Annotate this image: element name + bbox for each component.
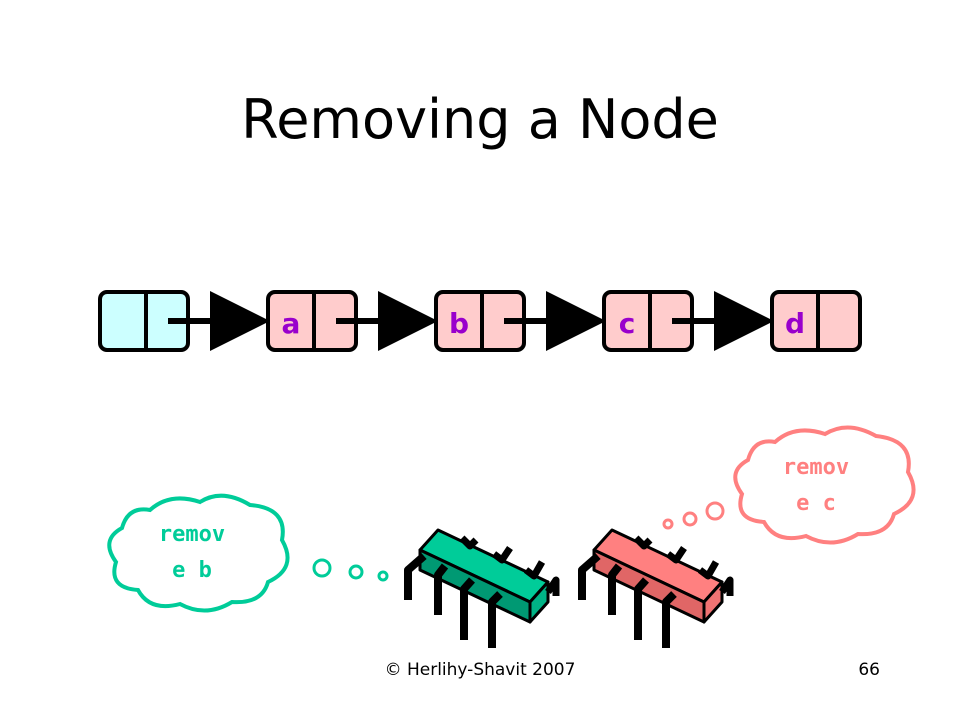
slide-title: Removing a Node (241, 88, 719, 151)
left-thought-line-2: e b (172, 558, 212, 583)
red-thread-chip (578, 528, 734, 648)
right-thought-bubbles (662, 501, 725, 530)
left-thought-bubbles (312, 558, 389, 582)
list-node-a: a (266, 290, 358, 352)
list-node-d: d (770, 290, 862, 352)
node-label-c: c (619, 307, 636, 340)
node-label-b: b (449, 307, 469, 340)
footer-copyright: © Herlihy-Shavit 2007 (384, 660, 576, 680)
node-label-d: d (785, 307, 805, 340)
node-label-a: a (282, 307, 301, 340)
right-thread-thought-cloud: remov e c (733, 425, 916, 545)
left-thread-thought-cloud: remov e b (107, 493, 290, 613)
right-thought-line-1: remov (783, 455, 849, 480)
green-thread-chip (404, 528, 560, 648)
left-thought-line-1: remov (159, 522, 225, 547)
page-number: 66 (858, 660, 880, 680)
right-thought-line-2: e c (796, 491, 836, 516)
